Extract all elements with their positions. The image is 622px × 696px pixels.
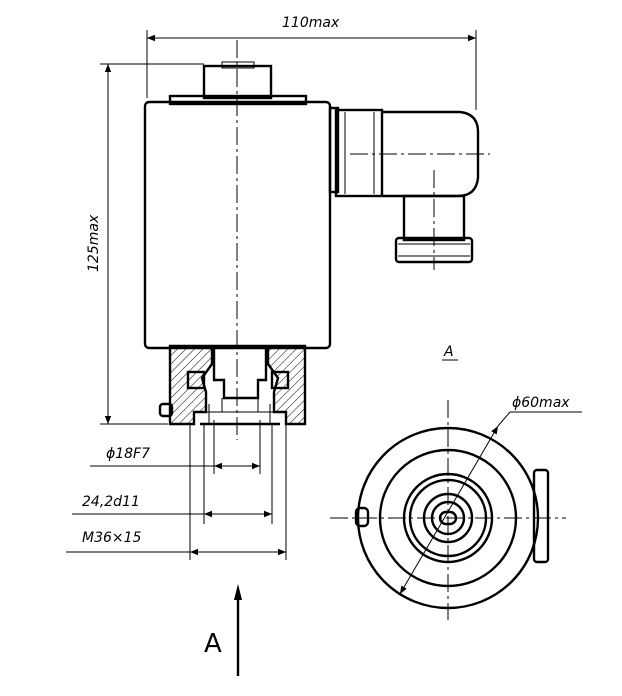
- dimension-110: 110max: [146, 15, 477, 110]
- front-view: [143, 40, 490, 440]
- connector-boss: [532, 468, 550, 564]
- dim-overall-width: 110max: [282, 15, 340, 31]
- connector-plug: [328, 106, 480, 264]
- view-a: A ϕ60max: [330, 344, 582, 620]
- view-arrow-a: A: [204, 584, 242, 676]
- valve-body-section: [158, 344, 307, 426]
- dim-shaft-diameter: 24,2d11: [82, 494, 140, 510]
- dim-thread: M36×15: [82, 530, 142, 546]
- dimension-shaft: 24,2d11: [72, 424, 273, 524]
- side-boss: [354, 506, 370, 528]
- diameter-leader: [399, 425, 499, 595]
- view-arrow-label: A: [204, 629, 222, 659]
- dim-bore-diameter: ϕ18F7: [106, 446, 150, 462]
- dim-outer-diameter: ϕ60max: [512, 395, 570, 411]
- dimension-thread: M36×15: [66, 424, 287, 560]
- dimension-125: 125max: [86, 63, 204, 425]
- view-section-label: A: [443, 344, 454, 360]
- dimension-bore: ϕ18F7: [90, 420, 261, 474]
- dim-overall-height: 125max: [86, 214, 102, 272]
- top-nut: [168, 61, 308, 106]
